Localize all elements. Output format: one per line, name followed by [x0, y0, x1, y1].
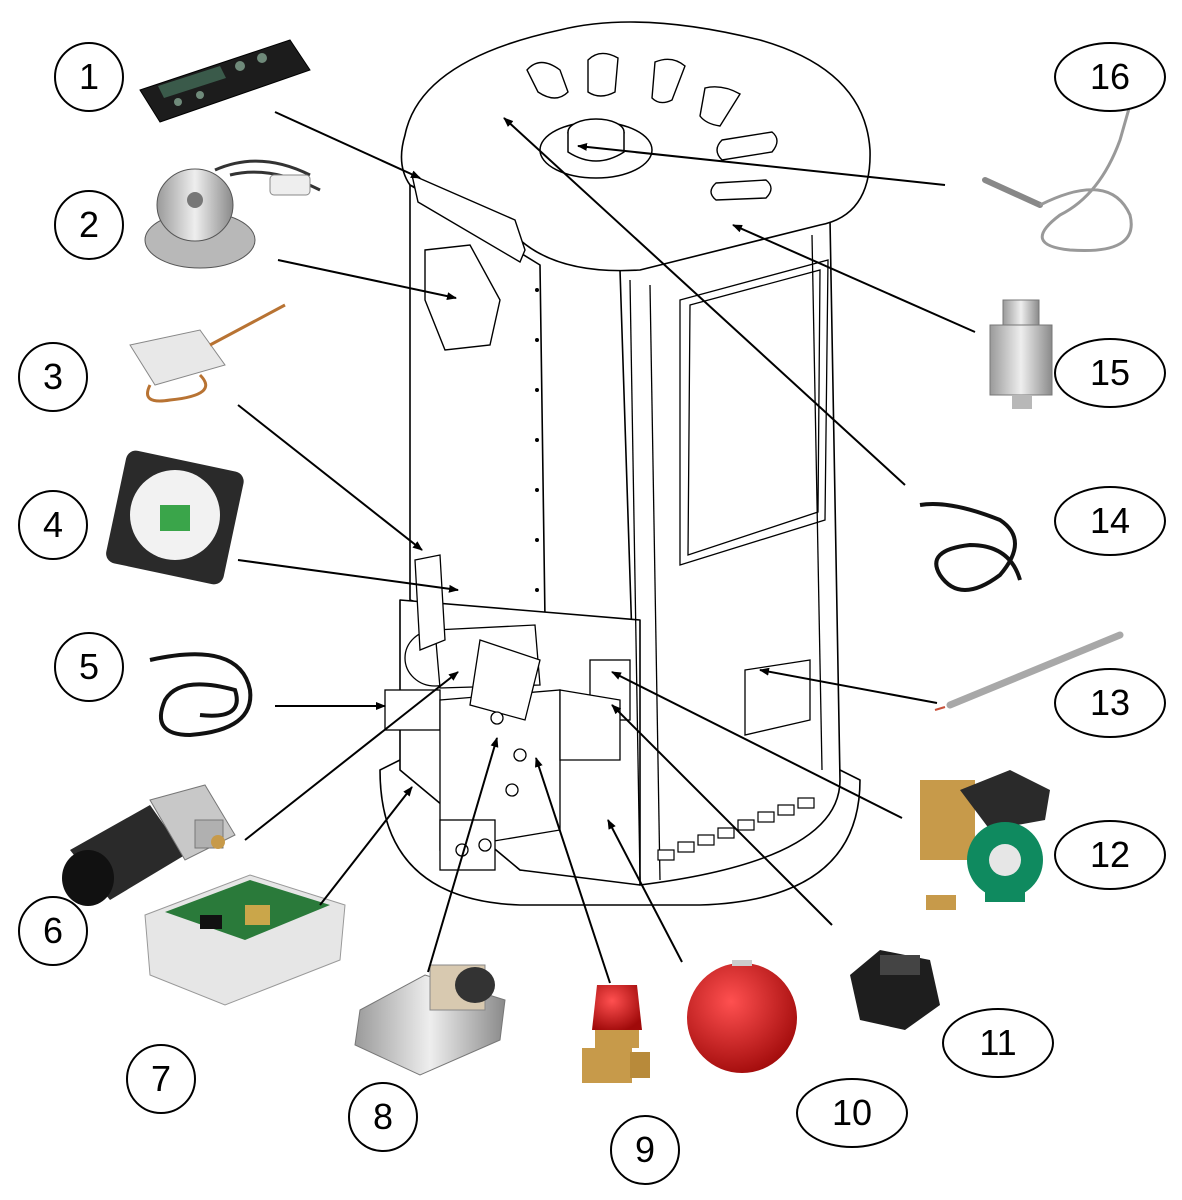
callout-13: 13 — [1054, 668, 1166, 738]
ignition-heater-icon — [934, 631, 1124, 711]
callout-5: 5 — [54, 632, 124, 702]
callout-4: 4 — [18, 490, 88, 560]
probe-cable-icon — [149, 652, 253, 738]
circulation-pump-icon — [920, 770, 1050, 910]
smoke-fan-icon — [144, 159, 321, 269]
pressure-sensor-icon — [850, 950, 940, 1030]
lower-internals — [384, 554, 811, 871]
callout-2: 2 — [54, 190, 124, 260]
callout-10: 10 — [796, 1078, 908, 1148]
gear-motor-icon — [62, 784, 236, 906]
bottom-vent-slots — [657, 797, 815, 861]
control-board-icon — [144, 874, 346, 1006]
expansion-vessel-icon — [687, 960, 797, 1073]
column-holes — [535, 288, 539, 592]
callout-1: 1 — [54, 42, 124, 112]
air-vent-valve-icon — [989, 299, 1053, 409]
safety-thermostat-icon — [129, 303, 286, 403]
control-panel-icon — [139, 39, 311, 123]
callout-6: 6 — [18, 896, 88, 966]
flue-collar — [539, 118, 653, 179]
top-vent-slots — [526, 52, 778, 201]
callout-7: 7 — [126, 1044, 196, 1114]
pressure-switch-icon — [106, 450, 244, 585]
temperature-probe-icon — [982, 104, 1133, 253]
callout-3: 3 — [18, 342, 88, 412]
callout-14: 14 — [1054, 486, 1166, 556]
feed-motor-icon — [354, 964, 506, 1076]
callout-12: 12 — [1054, 820, 1166, 890]
callout-15: 15 — [1054, 338, 1166, 408]
fan-opening — [424, 244, 501, 351]
safety-valve-icon — [582, 985, 650, 1083]
probe-cable-icon — [919, 502, 1022, 592]
callout-8: 8 — [348, 1082, 418, 1152]
callout-16: 16 — [1054, 42, 1166, 112]
top-handle — [411, 173, 526, 264]
leader-lines — [237, 111, 976, 984]
callout-9: 9 — [610, 1115, 680, 1185]
callout-11: 11 — [942, 1008, 1054, 1078]
